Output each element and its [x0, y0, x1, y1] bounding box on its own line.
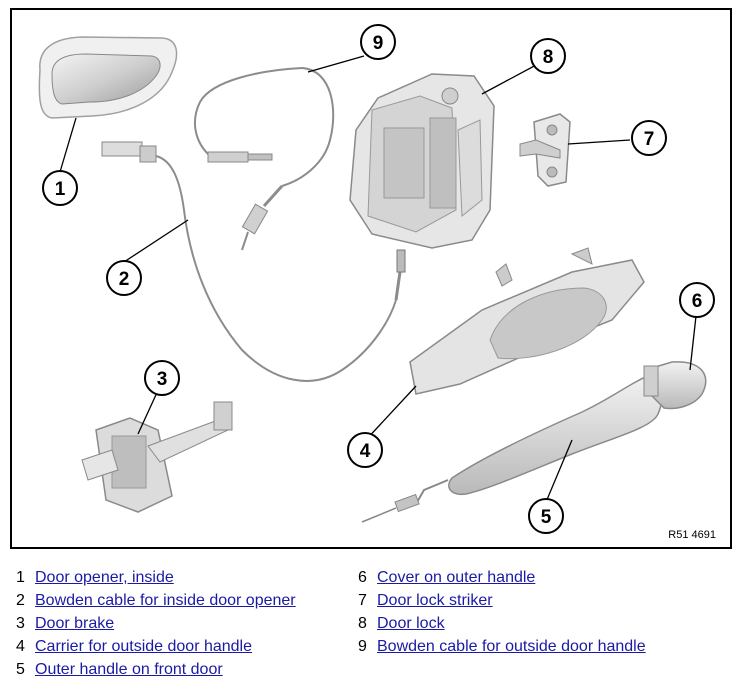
- svg-text:3: 3: [157, 369, 168, 390]
- door-brake-part: [81, 401, 233, 513]
- figure-reference: R51 4691: [668, 529, 716, 541]
- callout-7: 7: [631, 120, 667, 156]
- svg-text:4: 4: [360, 441, 371, 462]
- callout-2: 2: [106, 260, 142, 296]
- svg-text:8: 8: [543, 47, 554, 68]
- callout-8: 8: [530, 38, 566, 74]
- door-lock-part: [349, 73, 495, 249]
- legend-link-carrier-outside-handle[interactable]: Carrier for outside door handle: [35, 638, 253, 655]
- bowden-cable-outside-part: [193, 67, 335, 251]
- legend-link-door-opener-inside[interactable]: Door opener, inside: [35, 569, 174, 586]
- legend-link-cover-outer-handle[interactable]: Cover on outer handle: [377, 569, 536, 586]
- callout-4: 4: [347, 432, 383, 468]
- outer-handle-part: [361, 374, 663, 523]
- callout-6: 6: [679, 282, 715, 318]
- legend-link-door-brake[interactable]: Door brake: [35, 615, 115, 632]
- callout-1: 1: [42, 170, 78, 206]
- callout-5: 5: [528, 498, 564, 534]
- svg-text:1: 1: [55, 179, 66, 200]
- parts-diagram: 1 2 3 4 5 6 7 8: [10, 8, 732, 549]
- legend-link-bowden-cable-inside[interactable]: Bowden cable for inside door opener: [35, 592, 296, 609]
- callout-3: 3: [144, 360, 180, 396]
- legend-link-bowden-cable-outside[interactable]: Bowden cable for outside door handle: [377, 638, 646, 655]
- legend-link-door-lock-striker[interactable]: Door lock striker: [377, 592, 493, 609]
- handle-carrier-part: [409, 247, 645, 395]
- svg-text:2: 2: [119, 269, 130, 290]
- svg-text:6: 6: [692, 291, 703, 312]
- svg-text:7: 7: [644, 129, 655, 150]
- svg-text:5: 5: [541, 507, 552, 528]
- exploded-view: 1 2 3 4 5 6 7 8: [38, 24, 715, 534]
- door-lock-striker-part: [519, 113, 571, 187]
- door-opener-inside-part: [38, 36, 178, 119]
- legend-link-door-lock[interactable]: Door lock: [377, 615, 445, 632]
- bowden-cable-inside-part: [101, 141, 406, 382]
- svg-text:9: 9: [373, 33, 384, 54]
- legend-link-outer-handle[interactable]: Outer handle on front door: [35, 661, 223, 678]
- handle-cover-part: [643, 361, 707, 410]
- callout-9: 9: [360, 24, 396, 60]
